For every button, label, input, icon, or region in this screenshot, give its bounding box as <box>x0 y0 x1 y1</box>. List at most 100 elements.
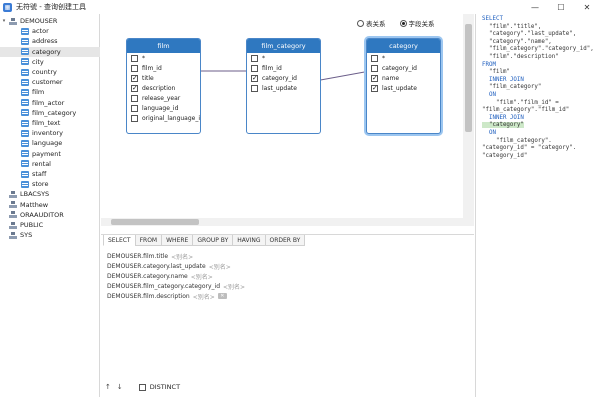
column-row[interactable]: original_language_id <box>127 113 200 123</box>
alias-placeholder[interactable]: <别名> <box>223 283 246 291</box>
tree-table-node[interactable]: city <box>0 57 100 67</box>
maximize-button[interactable]: ☐ <box>557 2 565 12</box>
alias-placeholder[interactable]: <别名> <box>190 273 213 281</box>
column-checkbox[interactable] <box>251 84 258 92</box>
column-checkbox[interactable] <box>131 94 138 102</box>
table-icon <box>21 78 29 86</box>
tree-schema-node[interactable]: SYS <box>0 230 100 240</box>
select-field-item[interactable]: DEMOUSER.category.last_update<别名> <box>107 261 245 271</box>
column-row[interactable]: * <box>367 53 440 63</box>
column-checkbox[interactable] <box>371 64 378 72</box>
tree-node-label: rental <box>32 159 51 168</box>
tree-table-node[interactable]: film_category <box>0 108 100 118</box>
tab-where[interactable]: WHERE <box>161 235 194 246</box>
select-field-item[interactable]: DEMOUSER.film.description<别名>✕ <box>107 291 245 301</box>
delete-field-button[interactable]: ✕ <box>217 293 227 299</box>
field-relation-radio[interactable]: 字段关系 <box>399 18 435 28</box>
tree-table-node[interactable]: store <box>0 179 100 189</box>
move-down-button[interactable]: ↓ <box>116 383 123 391</box>
column-row[interactable]: release_year <box>127 93 200 103</box>
column-row[interactable]: * <box>247 53 320 63</box>
tree-schema-node[interactable]: PUBLIC <box>0 220 100 230</box>
schema-icon <box>9 221 17 229</box>
column-row[interactable]: last_update <box>247 83 320 93</box>
column-row[interactable]: category_id <box>247 73 320 83</box>
tree-table-node[interactable]: actor <box>0 26 100 36</box>
column-checkbox[interactable] <box>131 104 138 112</box>
column-checkbox[interactable] <box>371 54 378 62</box>
column-row[interactable]: description <box>127 83 200 93</box>
tree-node-label: payment <box>32 149 61 158</box>
tree-table-node[interactable]: film_text <box>0 118 100 128</box>
table-box-title[interactable]: film <box>127 39 200 53</box>
tree-table-node[interactable]: payment <box>0 149 100 159</box>
alias-placeholder[interactable]: <别名> <box>171 253 194 261</box>
select-field-item[interactable]: DEMOUSER.film_category.category_id<别名> <box>107 281 245 291</box>
column-checkbox[interactable] <box>131 54 138 62</box>
table-box-category[interactable]: category *category_idnamelast_update <box>366 38 441 134</box>
horizontal-scrollbar[interactable] <box>101 218 474 226</box>
tree-table-node[interactable]: category <box>0 46 100 57</box>
sql-line: "category"."last_update", <box>482 31 600 39</box>
tab-group-by[interactable]: GROUP BY <box>192 235 234 246</box>
table-box-title[interactable]: category <box>367 39 440 53</box>
tree-schema-node[interactable]: ORAAUDITOR <box>0 210 100 220</box>
table-icon <box>21 170 29 178</box>
distinct-checkbox[interactable]: DISTINCT <box>138 383 181 391</box>
move-up-button[interactable]: ↑ <box>105 383 111 391</box>
column-row[interactable]: name <box>367 73 440 83</box>
table-relation-radio[interactable]: 表关系 <box>357 18 386 28</box>
tree-table-node[interactable]: address <box>0 36 100 46</box>
column-row[interactable]: film_id <box>247 63 320 73</box>
sql-preview-panel[interactable]: SELECT "film"."title", "category"."last_… <box>475 14 600 397</box>
select-field-list: DEMOUSER.film.title<别名>DEMOUSER.category… <box>107 251 245 301</box>
select-field-item[interactable]: DEMOUSER.category.name<别名> <box>107 271 245 281</box>
tree-table-node[interactable]: film_actor <box>0 98 100 108</box>
scrollbar-thumb[interactable] <box>465 24 472 132</box>
tree-table-node[interactable]: country <box>0 67 100 77</box>
minimize-button[interactable]: — <box>531 2 539 12</box>
tree-schema-node[interactable]: ▾DEMOUSER <box>0 16 100 26</box>
column-row[interactable]: last_update <box>367 83 440 93</box>
tab-order-by[interactable]: ORDER BY <box>264 235 306 246</box>
diagram-canvas[interactable]: 表关系 字段关系 film *film_idtitledescriptionre… <box>101 14 474 226</box>
expand-toggle-icon[interactable]: ▾ <box>2 18 6 24</box>
distinct-label: DISTINCT <box>149 383 181 391</box>
tree-table-node[interactable]: rental <box>0 159 100 169</box>
tree-schema-node[interactable]: Matthew <box>0 200 100 210</box>
table-box-title[interactable]: film_category <box>247 39 320 53</box>
table-box-film[interactable]: film *film_idtitledescriptionrelease_yea… <box>126 38 201 134</box>
column-checkbox[interactable] <box>251 74 258 82</box>
column-checkbox[interactable] <box>371 74 378 82</box>
tab-having[interactable]: HAVING <box>232 235 266 246</box>
close-button[interactable]: ✕ <box>583 2 591 12</box>
scrollbar-thumb[interactable] <box>111 219 199 225</box>
column-row[interactable]: film_id <box>127 63 200 73</box>
column-row[interactable]: language_id <box>127 103 200 113</box>
tree-table-node[interactable]: staff <box>0 169 100 179</box>
column-checkbox[interactable] <box>131 84 138 92</box>
table-box-film-category[interactable]: film_category *film_idcategory_idlast_up… <box>246 38 321 134</box>
tree-table-node[interactable]: inventory <box>0 128 100 138</box>
tree-schema-node[interactable]: LBACSYS <box>0 189 100 199</box>
tree-table-node[interactable]: language <box>0 138 100 148</box>
column-checkbox[interactable] <box>131 74 138 82</box>
column-checkbox[interactable] <box>251 54 258 62</box>
column-row[interactable]: * <box>127 53 200 63</box>
column-row[interactable]: category_id <box>367 63 440 73</box>
select-field-item[interactable]: DEMOUSER.film.title<别名> <box>107 251 245 261</box>
checkbox[interactable] <box>138 383 146 391</box>
tab-from[interactable]: FROM <box>134 235 163 246</box>
column-checkbox[interactable] <box>251 64 258 72</box>
alias-placeholder[interactable]: <别名> <box>192 293 215 301</box>
column-checkbox[interactable] <box>131 64 138 72</box>
title-bar: ▦ 无符號 - 查询创建工具 — ☐ ✕ <box>0 0 600 14</box>
tree-table-node[interactable]: film <box>0 87 100 97</box>
tab-select[interactable]: SELECT <box>103 235 136 246</box>
column-row[interactable]: title <box>127 73 200 83</box>
column-checkbox[interactable] <box>371 84 378 92</box>
tree-table-node[interactable]: customer <box>0 77 100 87</box>
column-checkbox[interactable] <box>131 114 138 122</box>
vertical-scrollbar[interactable] <box>463 14 474 226</box>
alias-placeholder[interactable]: <别名> <box>208 263 231 271</box>
